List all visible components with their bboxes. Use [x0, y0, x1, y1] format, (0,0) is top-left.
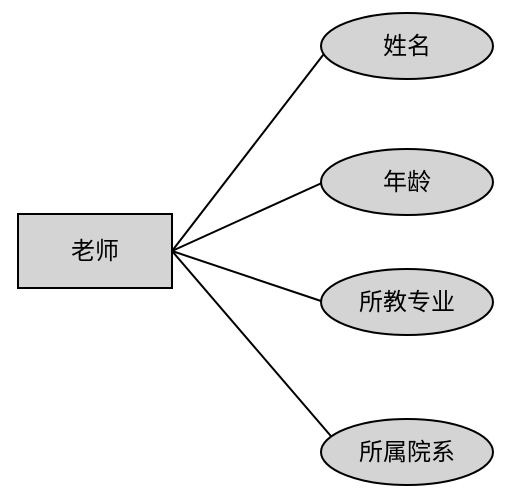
link-name	[171, 45, 331, 252]
attribute-subject: 所教专业	[320, 268, 494, 336]
attribute-label: 姓名	[383, 32, 431, 60]
entity-teacher: 老师	[17, 213, 173, 289]
attribute-label: 年龄	[383, 168, 431, 196]
link-subject	[171, 250, 325, 303]
link-age	[171, 181, 325, 252]
attribute-ellipse	[320, 418, 494, 486]
entity-label: 老师	[71, 237, 119, 265]
attribute-label: 所属院系	[359, 438, 455, 466]
attribute-department: 所属院系	[320, 418, 494, 486]
attribute-ellipse	[320, 268, 494, 336]
attribute-ellipse	[320, 148, 494, 216]
attribute-name: 姓名	[320, 12, 494, 80]
link-department	[171, 250, 337, 443]
attribute-age: 年龄	[320, 148, 494, 216]
attribute-label: 所教专业	[359, 288, 455, 316]
attribute-ellipse	[320, 12, 494, 80]
entity-box	[17, 213, 173, 289]
